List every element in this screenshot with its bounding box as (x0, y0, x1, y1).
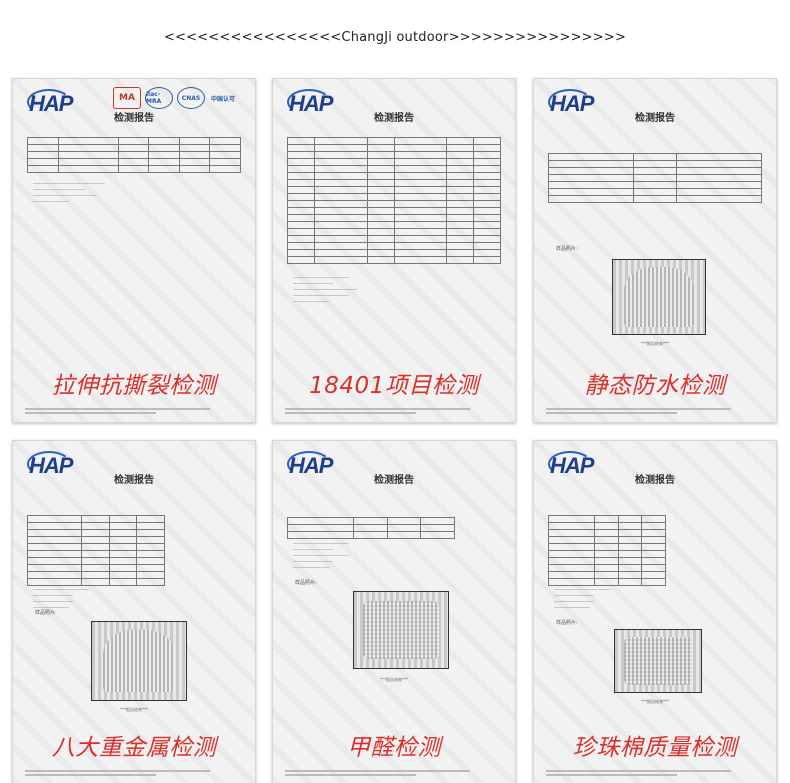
result-table (287, 517, 455, 539)
report-card-heavy-metals[interactable]: HAP 检测报告 ———————————————————————————————… (12, 440, 256, 783)
table-notes: ————————————————————————————————————————… (293, 541, 349, 570)
result-table (548, 515, 666, 586)
card-caption: 静态防水检测 (584, 373, 726, 399)
report-title: 检测报告 (635, 113, 675, 124)
report-card-epe-foam[interactable]: HAP 检测报告 ———————————————————————————————… (533, 440, 777, 783)
card-caption: 珍珠棉质量检测 (572, 735, 738, 761)
ilac-logo-icon: ilac-MRA (145, 87, 173, 109)
result-table (27, 137, 242, 173)
report-title: 检测报告 (635, 475, 675, 486)
sample-photo (614, 629, 702, 693)
table-notes: ————————————————————————————————————————… (554, 587, 610, 610)
table-notes: ————————————————————————————————————————… (33, 181, 105, 204)
card-caption: 八大重金属检测 (51, 735, 217, 761)
report-footer (546, 406, 764, 414)
hap-logo-icon: HAP (27, 89, 73, 116)
report-footer (285, 768, 503, 776)
end-note: ***报告结束*** (641, 341, 669, 346)
report-title: 检测报告 (114, 475, 154, 486)
result-table (287, 137, 501, 264)
report-card-tensile[interactable]: HAP MA ilac-MRA CNAS 中国认可 检测报告 —————————… (12, 78, 256, 423)
report-card-waterproof[interactable]: HAP 检测报告 样品照片: ***报告结束*** 静态防水检测 (533, 78, 777, 423)
sample-photo (91, 621, 187, 701)
certification-logos: MA ilac-MRA CNAS 中国认可 (113, 87, 237, 109)
table-notes: ————————————————————————————————————————… (293, 275, 357, 304)
sample-photo-label: 样品照片: (556, 620, 578, 626)
end-note: ***报告结束*** (641, 699, 669, 704)
cnas-logo-icon: CNAS (177, 87, 205, 109)
hap-logo-icon: HAP (287, 89, 333, 116)
result-table (548, 153, 762, 203)
card-caption: 18401项目检测 (309, 373, 479, 399)
sample-photo-label: 样品照片: (556, 246, 578, 252)
sample-photo (353, 591, 449, 669)
end-note: ***报告结束*** (120, 707, 148, 712)
card-caption: 拉伸抗撕裂检测 (51, 373, 217, 399)
sample-photo-label: 样品照片: (295, 580, 317, 586)
accreditation-logo-icon: 中国认可 (210, 95, 235, 103)
report-card-18401[interactable]: HAP 检测报告 ———————————————————————————————… (272, 78, 516, 423)
hap-logo-icon: HAP (27, 451, 73, 478)
sample-photo (612, 259, 706, 335)
hap-logo-icon: HAP (548, 451, 594, 478)
hap-logo-icon: HAP (287, 451, 333, 478)
hap-logo-icon: HAP (548, 89, 594, 116)
sample-photo-label: 样品照片: (35, 610, 57, 616)
banner-title: <<<<<<<<<<<<<<<<ChangJi outdoor>>>>>>>>>… (163, 30, 627, 45)
report-footer (546, 768, 764, 776)
report-footer (25, 406, 243, 414)
report-footer (25, 768, 243, 776)
end-note: ***报告结束*** (380, 677, 408, 682)
table-notes: ————————————————————————————————————————… (33, 587, 89, 610)
report-card-formaldehyde[interactable]: HAP 检测报告 ———————————————————————————————… (272, 440, 516, 783)
report-title: 检测报告 (114, 113, 154, 124)
report-footer (285, 406, 503, 414)
report-title: 检测报告 (374, 475, 414, 486)
card-caption: 甲醛检测 (347, 735, 441, 761)
result-table (27, 515, 165, 586)
report-title: 检测报告 (374, 113, 414, 124)
ma-logo-icon: MA (113, 87, 141, 109)
